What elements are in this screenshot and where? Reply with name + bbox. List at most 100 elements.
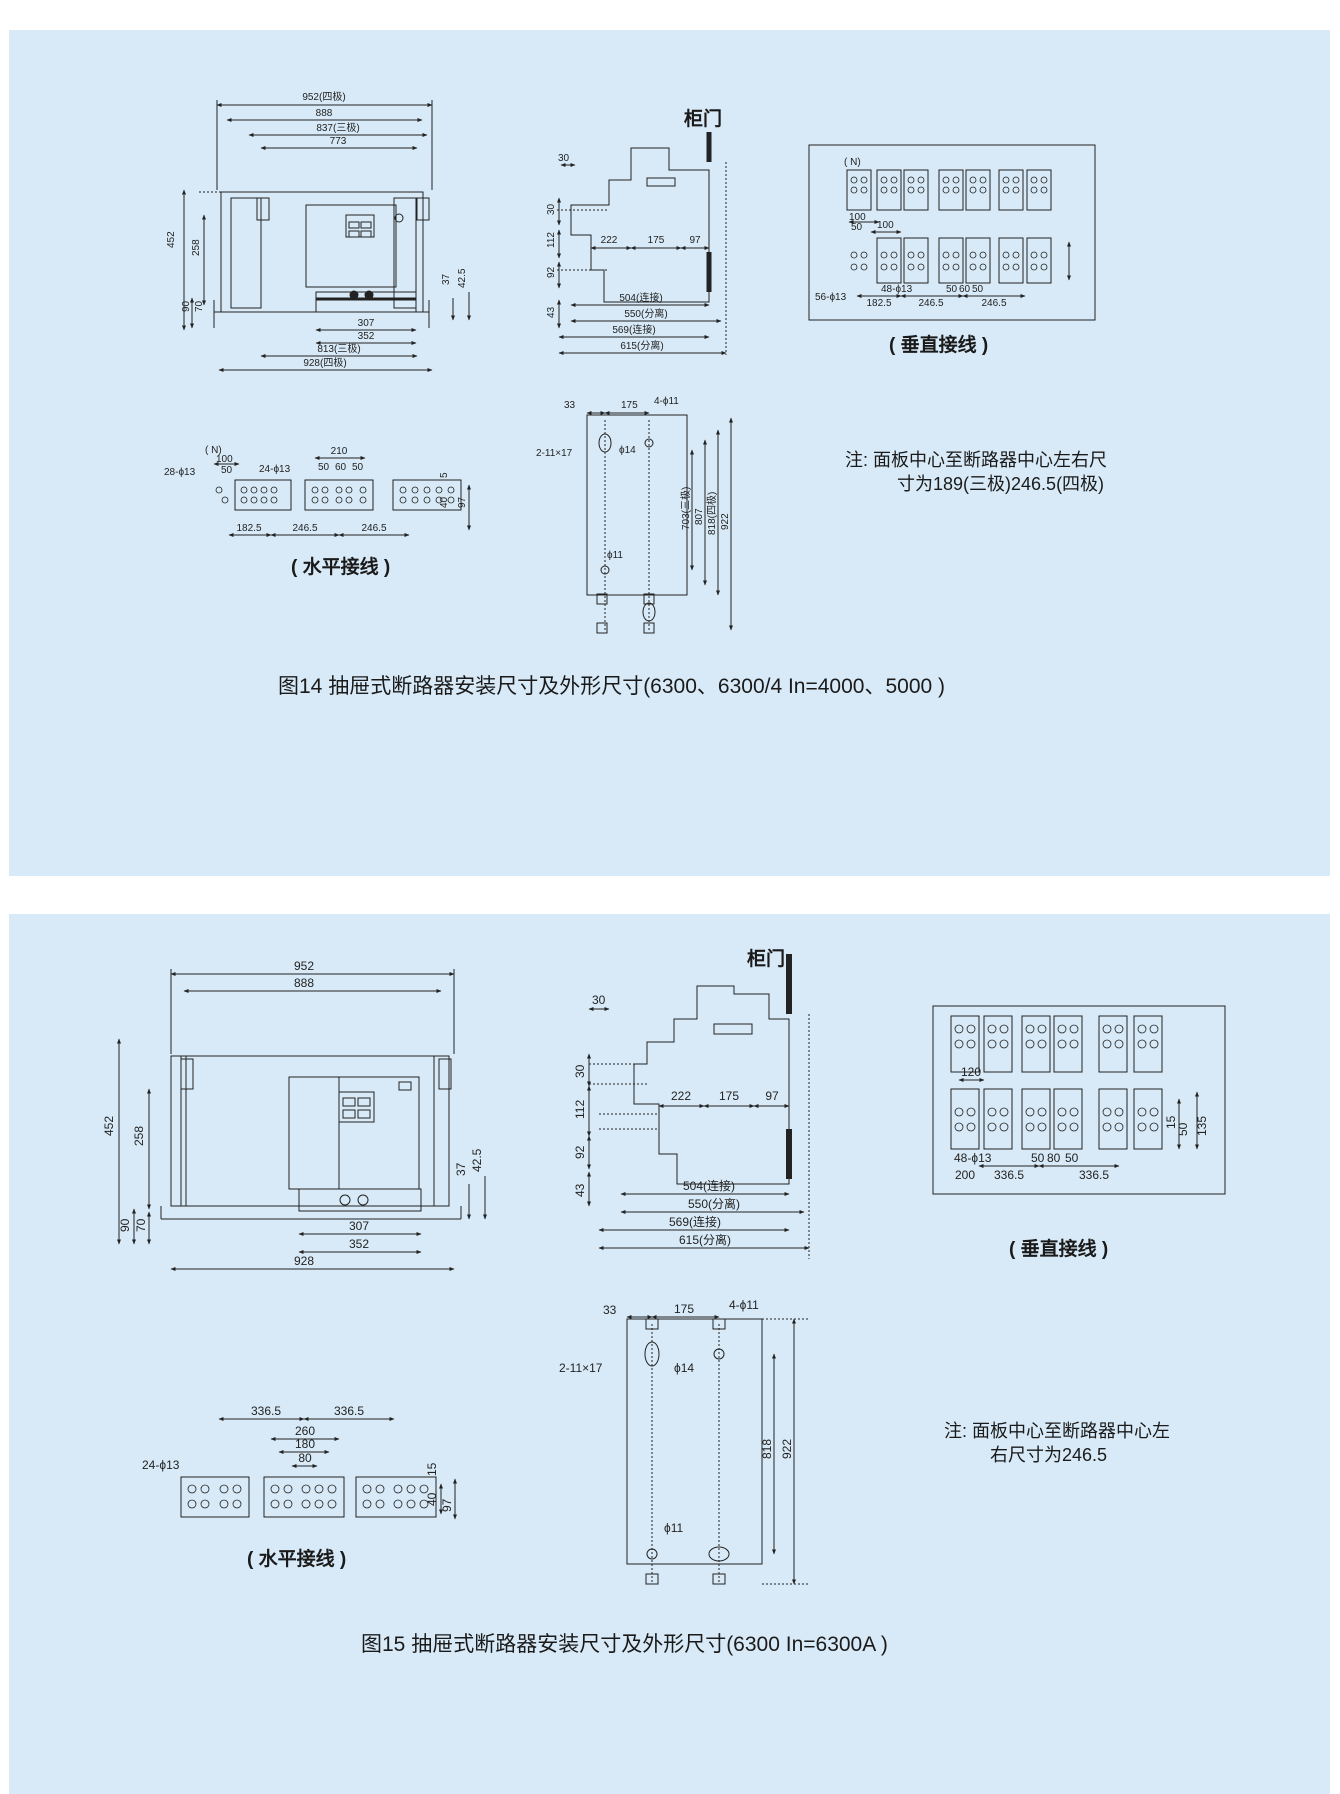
vert-dim-60: 60 — [959, 284, 971, 295]
horiz-dim-15: 15 — [425, 1462, 439, 1476]
horiz-dim-336b: 336.5 — [334, 1404, 364, 1418]
vert-dim-50b: 50 — [1065, 1151, 1079, 1165]
vert-dim-120: 120 — [961, 1065, 981, 1079]
side-dim-43: 43 — [546, 306, 557, 318]
figure-14-panel: 952(四极) 888 837(三极) 773 452 258 90 70 37… — [9, 30, 1330, 876]
dim-37: 37 — [441, 273, 452, 285]
side-dim-222: 222 — [671, 1089, 691, 1103]
side-dim-615: 615(分离) — [679, 1232, 731, 1247]
side-dim-30-top: 30 — [558, 153, 570, 164]
dim-70: 70 — [134, 1218, 148, 1232]
side-dim-92: 92 — [573, 1145, 587, 1159]
mount-dim-4-11: 4-ϕ11 — [729, 1298, 759, 1312]
vert-dim-48: 48-ϕ13 — [954, 1151, 992, 1165]
horiz-dim-50a: 50 — [318, 462, 330, 473]
vert-dim-80: 80 — [1047, 1151, 1061, 1165]
vert-dim-182: 182.5 — [866, 298, 891, 309]
front-view-15 — [117, 969, 487, 1271]
mount-dim-11: ϕ11 — [664, 1521, 684, 1535]
horiz-dim-28: 28-ϕ13 — [164, 467, 196, 478]
side-dim-175: 175 — [648, 235, 665, 246]
dim-888: 888 — [294, 976, 314, 990]
vertical-wiring-15 — [932, 1005, 1226, 1195]
vert-dim-100a: 100 — [849, 212, 866, 223]
horiz-dim-50b: 50 — [352, 462, 364, 473]
dim-307: 307 — [349, 1219, 369, 1233]
side-dim-30: 30 — [546, 203, 557, 215]
dim-928: 928(四极) — [303, 356, 346, 369]
vert-dim-50b: 50 — [946, 284, 958, 295]
mount-dim-11: ϕ11 — [607, 550, 623, 561]
horiz-dim-180: 180 — [295, 1437, 315, 1451]
dim-773: 773 — [330, 136, 347, 147]
vertical-wiring-14 — [808, 144, 1096, 321]
side-dim-30-top: 30 — [592, 993, 606, 1007]
vert-dim-246b: 246.5 — [981, 298, 1006, 309]
side-dim-112: 112 — [573, 1100, 587, 1119]
horiz-dim-100: 100 — [216, 454, 233, 465]
horiz-n: ( N) — [205, 445, 222, 456]
mount-dim-175: 175 — [674, 1302, 694, 1316]
terminal-holes-14 — [215, 176, 1048, 504]
side-dim-97: 97 — [765, 1089, 779, 1103]
dim-42-5: 42.5 — [457, 268, 468, 288]
side-dim-112: 112 — [546, 232, 557, 248]
side-dim-30: 30 — [573, 1064, 587, 1078]
vert-dim-48: 48-ϕ13 — [881, 284, 913, 295]
cabinet-door-label: 柜门 — [684, 109, 723, 130]
figure-14-caption: 图14 抽屉式断路器安装尺寸及外形尺寸(6300、6300/4 In=4000、… — [278, 675, 946, 698]
vert-dim-50c: 50 — [972, 284, 984, 295]
mount-dim-703: 703(三极) — [679, 487, 692, 530]
side-dim-550: 550(分离) — [624, 307, 667, 320]
vert-dim-50c: 50 — [1176, 1122, 1190, 1136]
side-dim-504: 504(连接) — [619, 291, 662, 304]
mount-dim-818: 818 — [760, 1439, 774, 1459]
figure-14-drawing: 952(四极) 888 837(三极) 773 452 258 90 70 37… — [164, 90, 1096, 634]
horizontal-wiring-15 — [180, 1417, 457, 1520]
dim-258: 258 — [191, 239, 202, 256]
vert-dim-100b: 100 — [877, 220, 894, 231]
vert-dim-15: 15 — [1164, 1115, 1178, 1129]
side-dim-615: 615(分离) — [620, 339, 663, 352]
horiz-dim-97: 97 — [457, 496, 468, 508]
side-dim-504: 504(连接) — [683, 1178, 735, 1193]
front-view-14 — [182, 100, 471, 372]
horiz-dim-246b: 246.5 — [361, 523, 386, 534]
side-dim-569: 569(连接) — [669, 1214, 721, 1229]
horiz-dim-24: 24-ϕ13 — [259, 464, 291, 475]
horiz-dim-24: 24-ϕ13 — [142, 1458, 180, 1472]
mount-dim-14: ϕ14 — [674, 1361, 694, 1375]
horiz-dim-5: 5 — [439, 472, 450, 478]
horiz-dim-60: 60 — [335, 462, 347, 473]
dim-37: 37 — [454, 1162, 468, 1176]
horizontal-wiring-14 — [213, 456, 471, 537]
horiz-dim-336a: 336.5 — [251, 1404, 281, 1418]
horiz-dim-97: 97 — [440, 1498, 454, 1512]
mount-dim-922: 922 — [780, 1439, 794, 1459]
mount-dim-818: 818(四极) — [705, 492, 718, 535]
dim-952: 952 — [294, 959, 314, 973]
dim-70: 70 — [194, 300, 205, 312]
dim-90: 90 — [181, 300, 192, 312]
terminal-holes-15 — [187, 1024, 1159, 1509]
dim-307: 307 — [358, 318, 375, 329]
horiz-dim-260: 260 — [295, 1424, 315, 1438]
vert-dim-135: 135 — [1195, 1116, 1209, 1136]
dim-352: 352 — [358, 331, 375, 342]
dim-42-5: 42.5 — [470, 1148, 484, 1172]
vert-dim-246a: 246.5 — [918, 298, 943, 309]
mount-dim-2-11: 2-11×17 — [536, 448, 573, 459]
dim-928: 928 — [294, 1254, 314, 1268]
vert-dim-50: 50 — [1031, 1151, 1045, 1165]
figure-15-drawing: 952 888 452 258 90 70 37 42.5 307 352 92… — [102, 954, 1226, 1585]
horiz-dim-182: 182.5 — [236, 523, 261, 534]
side-view-15 — [587, 954, 810, 1259]
dim-452: 452 — [102, 1116, 116, 1136]
mount-dim-922: 922 — [720, 513, 731, 530]
mount-dim-175: 175 — [621, 400, 638, 411]
figure-15-panel: 952 888 452 258 90 70 37 42.5 307 352 92… — [9, 914, 1330, 1794]
vertical-wiring-label: ( 垂直接线 ) — [889, 335, 989, 356]
horizontal-wiring-label: ( 水平接线 ) — [291, 557, 391, 578]
vertical-wiring-label: ( 垂直接线 ) — [1009, 1239, 1109, 1260]
vert-dim-56: 56-ϕ13 — [815, 292, 847, 303]
